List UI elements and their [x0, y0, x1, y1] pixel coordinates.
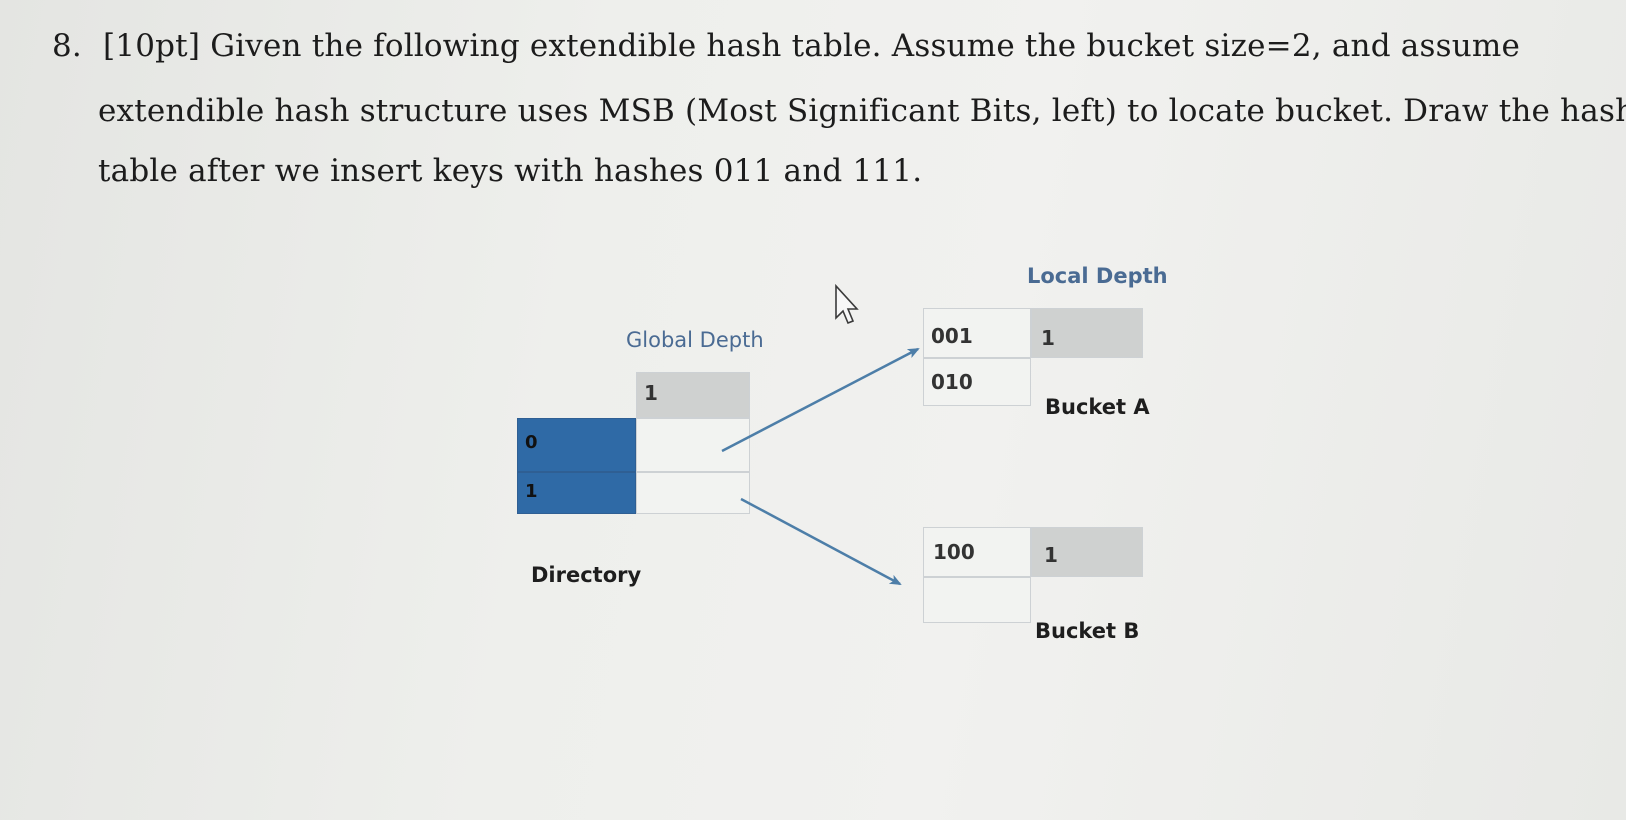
directory-index-0-label: 0 [525, 432, 538, 453]
question-line-1: [10pt] Given the following extendible ha… [103, 28, 1521, 64]
bucket-a-key-2: 010 [931, 370, 973, 394]
bucket-a-local-depth: 1 [1041, 326, 1055, 350]
directory-index-1 [517, 472, 636, 514]
pointer-arrow-0-to-bucket-a [721, 347, 920, 453]
question-number: 8. [52, 28, 82, 64]
question-line-3: table after we insert keys with hashes 0… [98, 153, 923, 189]
directory-label: Directory [531, 563, 642, 587]
question-line-2: extendible hash structure uses MSB (Most… [98, 93, 1626, 129]
bucket-b-slot-1 [923, 527, 1031, 577]
bucket-a-slot-1 [923, 308, 1031, 358]
bucket-a-label: Bucket A [1045, 395, 1150, 419]
bucket-a-local-depth-cell [1031, 308, 1143, 358]
directory-pointer-1 [636, 472, 750, 514]
bucket-b-local-depth: 1 [1044, 543, 1058, 567]
bucket-b-local-depth-cell [1031, 527, 1143, 577]
global-depth-label: Global Depth [626, 328, 764, 352]
bucket-b-label: Bucket B [1035, 619, 1140, 643]
directory-index-1-label: 1 [525, 481, 538, 502]
pointer-arrow-1-to-bucket-b [740, 497, 902, 586]
bucket-a-key-1: 001 [931, 324, 973, 348]
bucket-a-slot-2 [923, 358, 1031, 406]
global-depth-value: 1 [644, 381, 658, 405]
bucket-b-key-1: 100 [933, 540, 975, 564]
directory-index-0 [517, 418, 636, 472]
bucket-b-slot-2 [923, 577, 1031, 623]
global-depth-cell [636, 372, 750, 418]
mouse-cursor-icon [835, 283, 859, 325]
local-depth-label: Local Depth [1027, 264, 1168, 288]
